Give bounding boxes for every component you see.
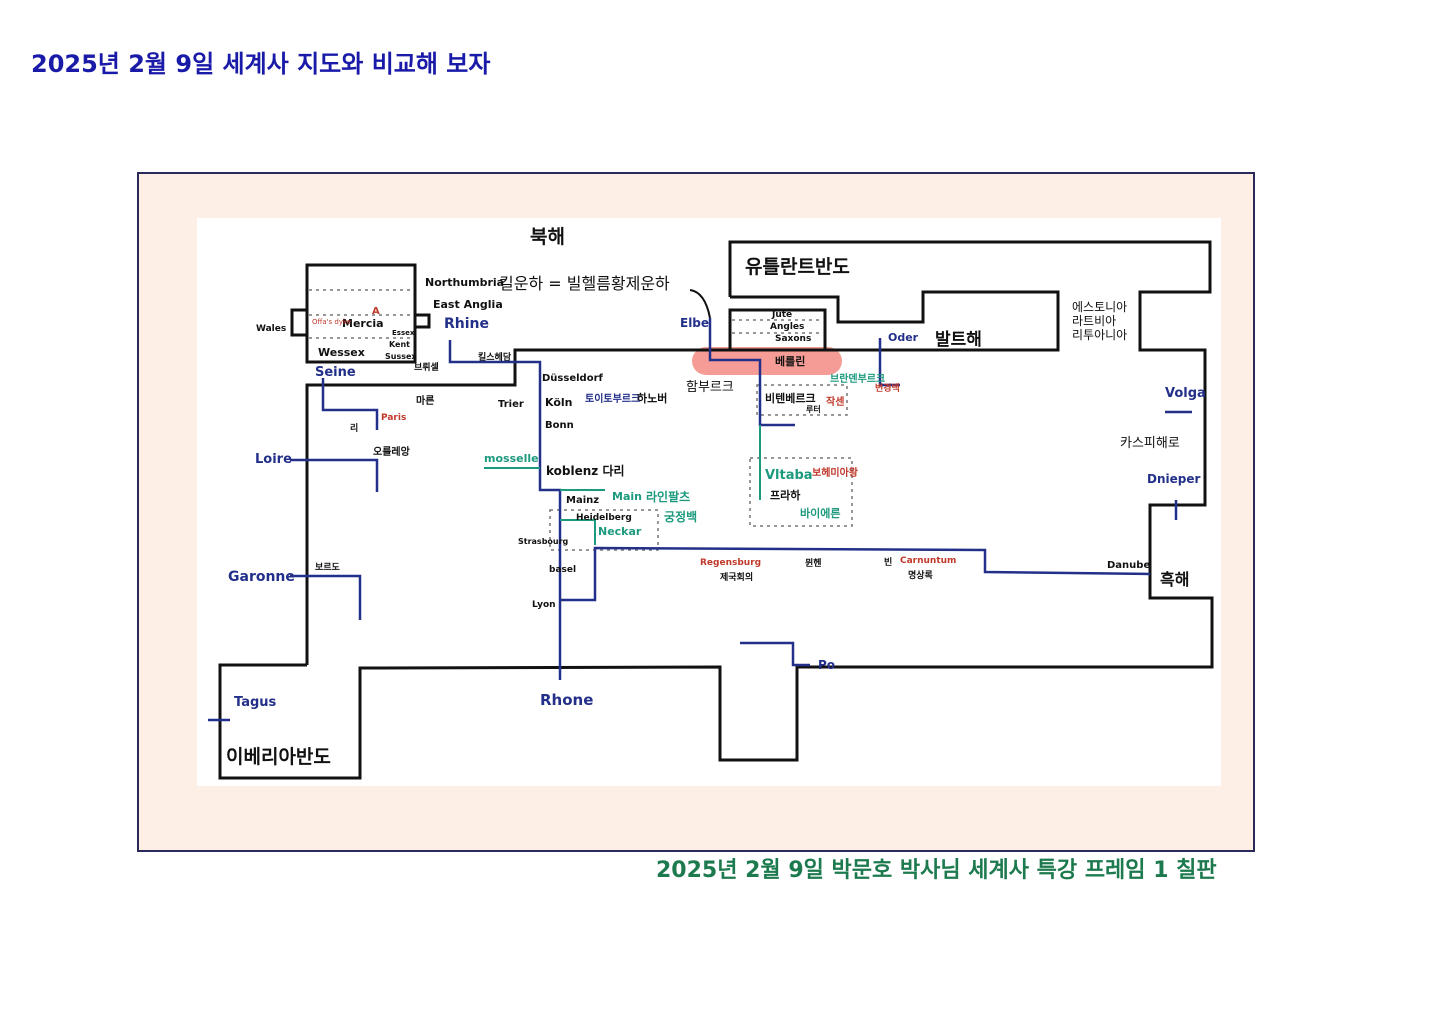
label-bohemia: 보헤미아왕 [812,468,858,479]
label-diet: 제국회의 [720,573,754,583]
label-northumbria: Northumbria [425,276,505,289]
label-mercia: Mercia [342,317,384,330]
label-black-sea: 흑해 [1160,570,1190,589]
label-mosselle: mosselle [484,452,539,465]
coastlines [218,240,1214,780]
label-jutland: 유틀란트반도 [745,256,850,278]
label-brandenburg: 브란덴부르크 [830,374,886,385]
label-mainz: Mainz [566,495,600,506]
label-rhine: Rhine [444,316,490,332]
label-essex: Essex [392,329,415,337]
label-tagus: Tagus [234,695,277,710]
label-prague: 프라하 [770,489,801,502]
label-offas-dyke: Offa's dyke [312,318,352,326]
label-estonia: 에스토니아 [1072,300,1128,314]
label-kent: Kent [389,340,411,349]
label-danube: Danube [1107,560,1151,571]
label-regensburg: Regensburg [700,558,762,568]
label-saxons: Saxons [775,334,812,344]
label-carnuntum: Carnuntum [900,556,957,566]
label-vltava: Vltaba [765,468,813,483]
label-lyon: Lyon [532,600,556,610]
label-rhone: Rhone [540,691,594,709]
label-li: 리 [350,424,359,434]
label-brussel: 브뤼셀 [414,363,439,373]
label-hannover: 하노버 [637,392,668,405]
label-neckar: Neckar [598,525,642,538]
label-dnieper: Dnieper [1147,472,1201,486]
label-kirchheim: 킬스헤담 [478,353,512,363]
label-palatine: 궁정백 [664,510,698,524]
label-north-sea: 북해 [530,226,565,248]
kiel-arrow [689,289,711,319]
label-pfalz: 라인팔츠 [646,490,691,504]
label-baltic: 발트해 [935,330,982,350]
label-bordeaux: 보르도 [315,563,340,573]
caption: 2025년 2월 9일 박문호 박사님 세계사 특강 프레임 1 칠판 [656,858,1217,883]
label-wittenberg: 비텐베르크 [765,392,816,405]
label-koblenz: koblenz 다리 [546,464,625,478]
label-caspian: 카스피해로 [1120,436,1180,451]
label-koln: Köln [545,396,573,409]
label-marne: 마른 [416,396,435,407]
label-loire: Loire [255,452,292,467]
label-trier: Trier [498,399,524,410]
label-oder: Oder [888,331,919,344]
label-sussex: Sussex [385,352,417,361]
label-a-mark: A [372,306,380,317]
label-bonn: Bonn [545,420,574,431]
label-latvia: 라트비아 [1072,314,1117,328]
label-elbe: Elbe [680,316,710,330]
page-title: 2025년 2월 9일 세계사 지도와 비교해 보자 [31,50,491,78]
label-basel: basel [549,565,577,575]
label-munich: 뮌헨 [805,559,822,569]
label-meditations: 명상록 [908,571,933,581]
label-strasbourg: Strasbourg [518,537,569,546]
label-po: Po [818,658,836,672]
label-orleans: 오를레앙 [373,447,410,458]
label-wales: Wales [256,324,287,334]
label-luther: 루터 [806,405,821,414]
label-garonne: Garonne [228,569,295,585]
label-kiel-canal: 킬운하 = 빌헬름황제운하 [499,274,670,293]
label-east-anglia: East Anglia [433,298,503,311]
label-saxony: 작센 [826,397,845,408]
label-iberia: 이베리아반도 [226,746,331,768]
label-jute: Jute [772,310,793,320]
label-vienna: 빈 [884,558,893,568]
label-hamburg: 함부르크 [686,380,734,395]
tributaries [484,425,761,545]
label-paris: Paris [381,413,407,423]
label-margrave: 변경백 [875,384,900,394]
label-heidelberg: Heidelberg [576,513,632,523]
label-volga: Volga [1165,386,1206,401]
label-wessex: Wessex [318,346,365,359]
label-dusseldorf: Düsseldorf [542,373,603,384]
label-bavaria: 바이에른 [800,507,841,520]
label-main: Main [612,490,642,503]
label-lithuania: 리투아니아 [1072,328,1128,342]
label-seine: Seine [315,365,356,380]
boundaries [309,289,853,551]
label-teutoburg: 토이토부르크 [585,394,641,405]
label-berlin: 베를린 [775,355,806,368]
hamburg-berlin-highlight [692,347,842,375]
rivers [208,318,1192,722]
label-angles: Angles [770,322,805,332]
